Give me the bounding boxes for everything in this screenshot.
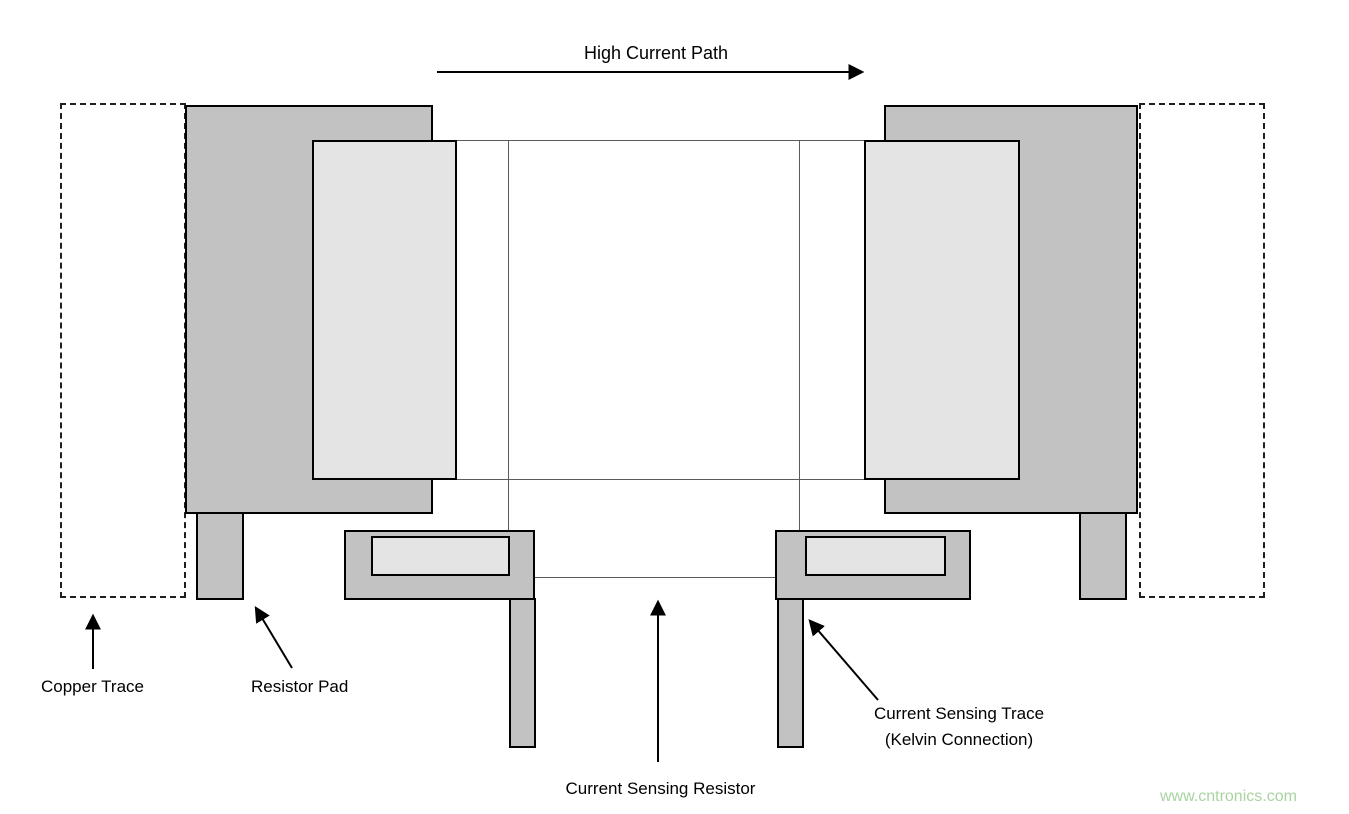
resistor-pad-arrow [254,605,293,669]
kelvin-connection-label-line1: Current Sensing Trace [873,704,1045,723]
sense-trace-right [777,598,804,748]
high-current-path-label: High Current Path [583,43,729,63]
copper-trace-label: Copper Trace [41,677,144,696]
resistor-pad-right [864,140,1020,480]
resistor-pad-left [312,140,457,480]
current-sensing-resistor-label: Current Sensing Resistor [565,779,756,798]
sense-pad-left-inner [371,536,510,576]
resistor-pad-label: Resistor Pad [251,677,349,696]
sense-trace-left [509,598,536,748]
kelvin-connection-label: Current Sensing Trace (Kelvin Connection… [845,701,1073,753]
watermark: www.cntronics.com [1160,788,1297,805]
copper-trace-dashed-right [1139,103,1265,598]
resistor-body-outline [508,140,800,578]
copper-tab-right [1079,512,1127,600]
copper-tab-left [196,512,244,600]
sense-pad-right-inner [805,536,946,576]
kelvin-connection-label-line2: (Kelvin Connection) [884,730,1034,749]
kelvin-connection-arrow [808,619,879,701]
copper-trace-dashed-left [60,103,186,598]
